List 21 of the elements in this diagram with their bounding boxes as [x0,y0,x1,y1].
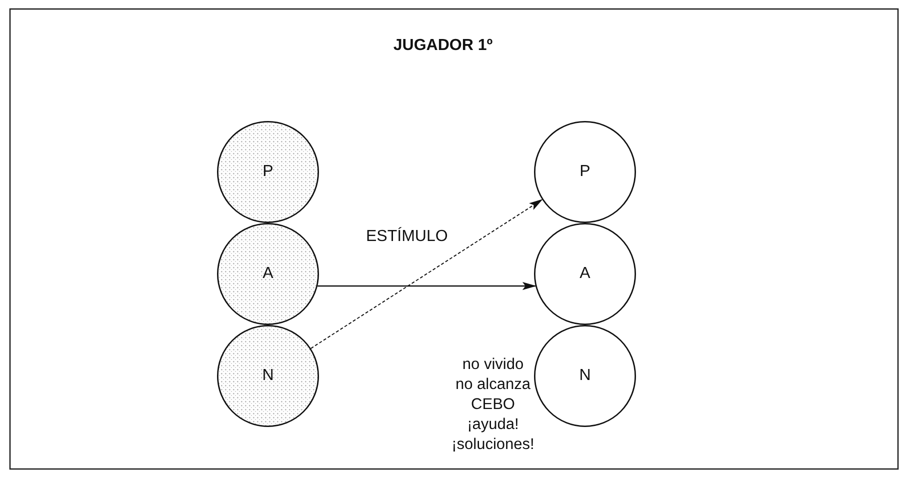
note-text: no vivido [461,356,525,374]
node-letter: N [262,367,274,385]
arrow [318,282,536,290]
circle-node [534,223,636,325]
node-letter: P [580,163,590,181]
node-letter: N [579,367,591,385]
circle-node [534,121,636,223]
circle-node [534,325,636,427]
node-letter: A [580,265,590,283]
diagram-title: JUGADOR 1º [392,37,494,55]
note-text: ¡ayuda! [466,416,520,434]
dashed-arrow [310,199,543,349]
node-letter: P [262,163,274,181]
node-letter: A [262,265,274,283]
circle-node [217,121,319,223]
edge-label: ESTÍMULO [366,228,448,246]
note-text: no alcanza [454,376,532,394]
note-text: CEBO [470,396,516,414]
circle-node [217,223,319,325]
circle-node [217,325,319,427]
note-text: ¡soluciones! [450,436,536,454]
